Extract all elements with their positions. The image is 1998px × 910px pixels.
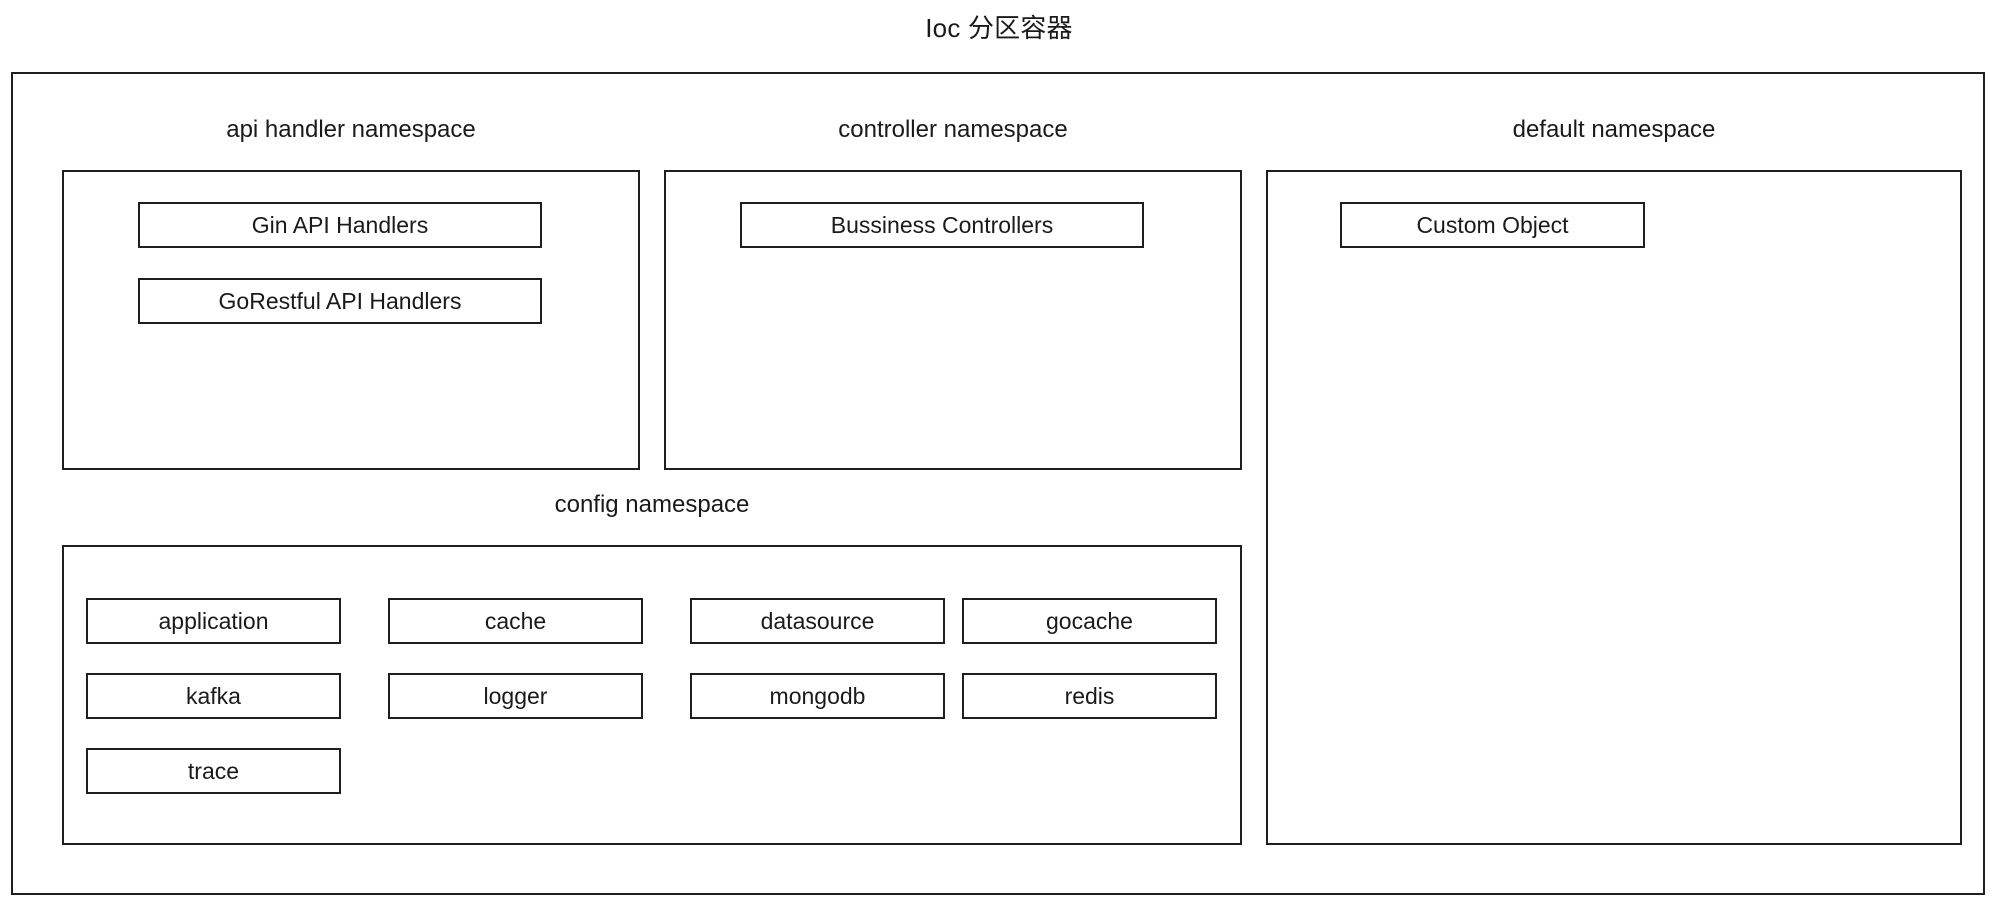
namespace-label-config: config namespace [554,491,750,518]
item-logger[interactable]: logger [388,673,643,719]
item-bussiness-controllers[interactable]: Bussiness Controllers [740,202,1144,248]
item-application[interactable]: application [86,598,341,644]
item-cache[interactable]: cache [388,598,643,644]
item-trace[interactable]: trace [86,748,341,794]
item-mongodb[interactable]: mongodb [690,673,945,719]
page-title: Ioc 分区容器 [925,13,1073,43]
item-kafka[interactable]: kafka [86,673,341,719]
namespace-panel-default [1266,170,1962,845]
namespace-label-api-handler: api handler namespace [226,116,476,143]
item-redis[interactable]: redis [962,673,1217,719]
item-gorestful-api-handlers[interactable]: GoRestful API Handlers [138,278,542,324]
item-gocache[interactable]: gocache [962,598,1217,644]
namespace-label-controller: controller namespace [838,116,1068,143]
namespace-label-default: default namespace [1512,116,1716,143]
item-datasource[interactable]: datasource [690,598,945,644]
item-gin-api-handlers[interactable]: Gin API Handlers [138,202,542,248]
item-custom-object[interactable]: Custom Object [1340,202,1645,248]
